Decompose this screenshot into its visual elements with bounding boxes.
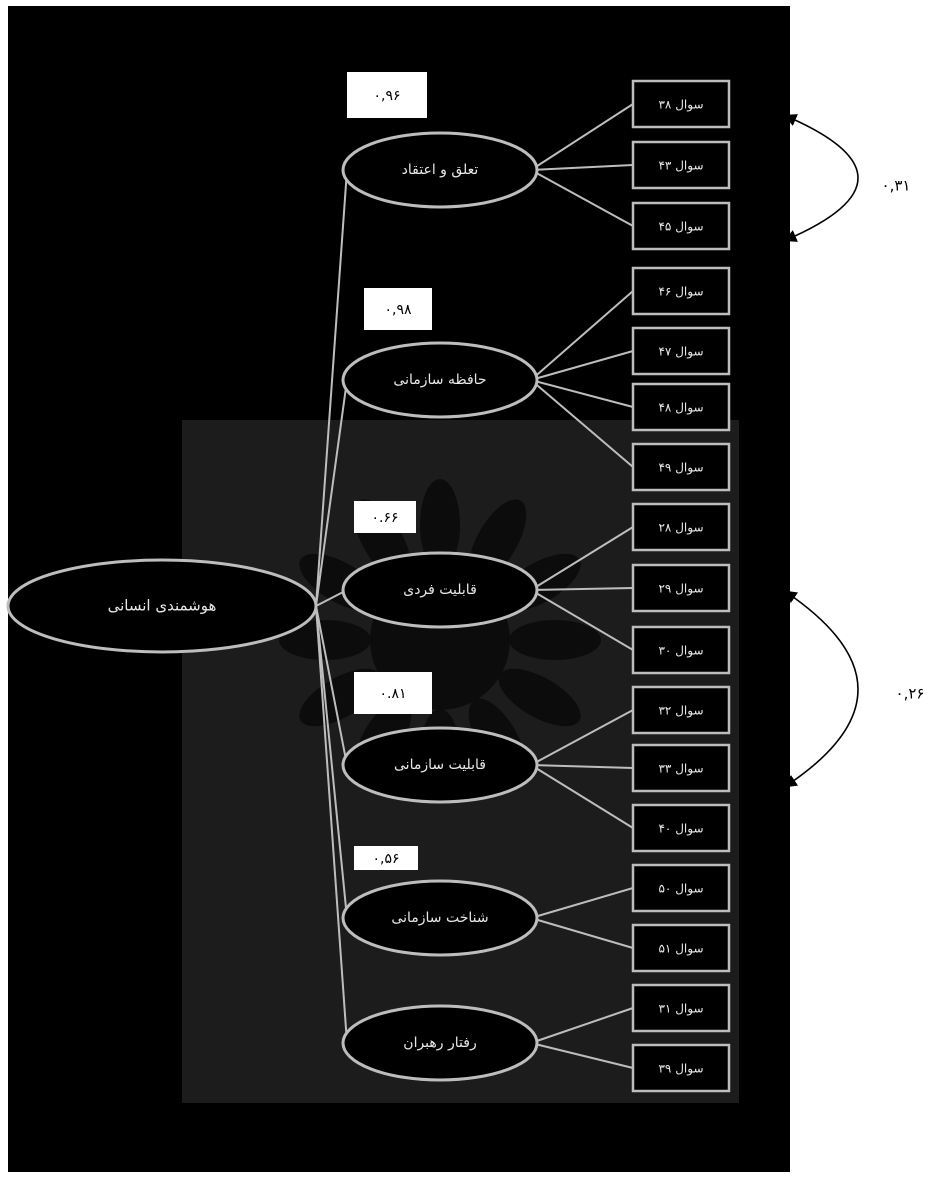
loading-value: ۰,۹۸ xyxy=(384,302,411,318)
indicator-box xyxy=(631,863,731,913)
loading-value: ۰.۸۱ xyxy=(379,686,406,702)
latent-factor-label: تعلق و اعتقاد xyxy=(402,162,479,178)
watermark-petal xyxy=(420,479,460,571)
indicator-label: سوال ۲۸ xyxy=(658,521,703,536)
indicator-label: سوال ۲۹ xyxy=(658,582,703,597)
latent-factor-label: قابلیت فردی xyxy=(403,582,477,598)
factor-item-path xyxy=(530,290,634,381)
indicator-label: سوال ۳۳ xyxy=(658,762,703,777)
factor-item-path xyxy=(530,350,634,381)
indicator-box xyxy=(631,625,731,675)
root-construct xyxy=(6,558,318,654)
factor-item-path xyxy=(530,587,634,591)
indicator-box xyxy=(631,266,731,316)
loading-value: ۰,۹۶ xyxy=(373,88,400,104)
factor-item-path xyxy=(530,917,634,949)
loading-box xyxy=(354,672,432,714)
factor-item-path xyxy=(530,164,634,171)
indicator-label: سوال ۳۹ xyxy=(658,1062,703,1077)
covariance-value: ۰,۳۱ xyxy=(882,177,911,195)
latent-factor-label: قابلیت سازمانی xyxy=(394,757,486,773)
indicator-label: سوال ۴۶ xyxy=(658,285,703,300)
indicator-label: سوال ۳۸ xyxy=(658,98,703,113)
latent-factor xyxy=(341,551,539,629)
latent-factor-label: شناخت سازمانی xyxy=(391,910,488,926)
indicator-box xyxy=(631,983,731,1033)
indicator-label: سوال ۵۱ xyxy=(658,942,703,957)
factor-item-path xyxy=(530,1007,634,1044)
indicator-box xyxy=(631,442,731,492)
factor-item-path xyxy=(530,103,634,171)
indicator-box xyxy=(631,79,731,129)
indicator-label: سوال ۴۹ xyxy=(658,461,703,476)
indicator-box xyxy=(631,140,731,190)
indicator-box xyxy=(631,923,731,973)
covariance-value: ۰,۲۶ xyxy=(896,685,925,703)
indicator-label: سوال ۵۰ xyxy=(658,882,703,897)
covariance-arrows: ۰,۳۱ ۰,۲۶ xyxy=(783,114,925,788)
indicator-box xyxy=(631,803,731,853)
covariance-arrow xyxy=(783,114,859,242)
indicator-label: سوال ۳۰ xyxy=(658,644,703,659)
diagram-nodes: سوال ۳۸ سوال ۴۳ سوال ۴۵ سوال ۴۶ سوال ۴۷ سوال … xyxy=(6,72,731,1093)
loading-box xyxy=(354,846,418,870)
root-construct-label: هوشمندی انسانی xyxy=(108,597,217,615)
loading-value: ۰.۶۶ xyxy=(371,510,398,526)
latent-factor xyxy=(341,131,539,209)
path-lines xyxy=(315,103,634,1069)
indicator-box xyxy=(631,382,731,432)
factor-item-path xyxy=(530,379,634,408)
latent-factor-label: رفتار رهبران xyxy=(403,1035,476,1051)
factor-item-path xyxy=(530,709,634,766)
indicator-label: سوال ۴۷ xyxy=(658,345,703,360)
indicator-label: سوال ۴۰ xyxy=(658,822,703,837)
latent-factor xyxy=(341,341,539,419)
loading-box xyxy=(364,288,432,330)
factor-item-path xyxy=(530,526,634,591)
root-factor-path xyxy=(315,169,348,607)
indicator-label: سوال ۳۲ xyxy=(658,704,703,719)
root-factor-path xyxy=(315,605,348,919)
factor-item-path xyxy=(530,887,634,919)
watermark-petal xyxy=(509,620,601,660)
indicator-label: سوال ۴۳ xyxy=(658,159,703,174)
watermark-petal xyxy=(498,668,581,727)
loading-value: ۰,۵۶ xyxy=(372,851,399,867)
covariance-arrow xyxy=(783,590,859,788)
indicator-label: سوال ۳۱ xyxy=(658,1002,703,1017)
indicator-box xyxy=(631,563,731,613)
indicator-label: سوال ۴۵ xyxy=(658,220,703,235)
factor-item-path xyxy=(530,764,634,769)
root-factor-path xyxy=(315,605,348,766)
factor-item-path xyxy=(530,169,634,227)
factor-item-path xyxy=(530,589,634,651)
watermark-petal xyxy=(279,620,371,660)
indicator-box xyxy=(631,201,731,251)
latent-factor xyxy=(341,726,539,804)
indicator-box xyxy=(631,1043,731,1093)
indicator-label: سوال ۴۸ xyxy=(658,401,703,416)
factor-item-path xyxy=(530,1042,634,1069)
indicator-box xyxy=(631,326,731,376)
latent-factor-label: حافظه سازمانی xyxy=(393,372,486,388)
indicator-box xyxy=(631,502,731,552)
indicator-box xyxy=(631,685,731,735)
factor-item-path xyxy=(530,379,634,468)
loading-box xyxy=(347,72,427,118)
factor-item-path xyxy=(530,764,634,829)
latent-factor xyxy=(341,879,539,957)
loading-box xyxy=(354,501,416,533)
root-factor-path xyxy=(315,379,348,607)
latent-factor xyxy=(341,1004,539,1082)
root-factor-path xyxy=(315,605,348,1044)
indicator-box xyxy=(631,743,731,793)
